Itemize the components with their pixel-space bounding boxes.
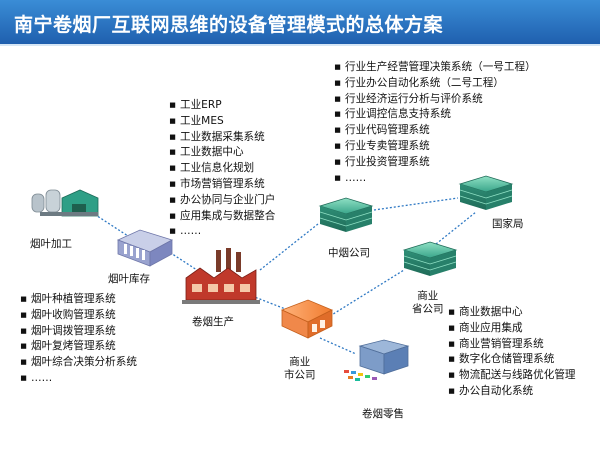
server-stack-icon-bureau (458, 175, 514, 210)
warehouse-icon (116, 229, 174, 267)
list-item: ▪物流配送与线路优化管理 (448, 368, 576, 384)
bullet-square-icon: ▪ (169, 114, 177, 127)
bullet-square-icon: ▪ (20, 340, 28, 353)
bullet-square-icon: ▪ (169, 146, 177, 159)
page-title: 南宁卷烟厂互联网思维的设备管理模式的总体方案 (14, 14, 444, 36)
list-item: ▪烟叶种植管理系统 (20, 292, 137, 308)
link-city-company-retail (319, 337, 357, 355)
bullet-square-icon: ▪ (334, 108, 342, 121)
list-item: ▪行业投资管理系统 (334, 155, 536, 171)
list-item: ▪市场营销管理系统 (169, 177, 275, 193)
bullet-square-icon: ▪ (20, 371, 28, 384)
bullet-square-icon: ▪ (20, 293, 28, 305)
bullet-square-icon: ▪ (20, 308, 28, 321)
bullet-square-icon: ▪ (169, 193, 177, 206)
bullet-square-icon: ▪ (448, 321, 456, 334)
list-item: ▪烟叶综合决策分析系统 (20, 355, 137, 371)
bullet-square-icon: ▪ (448, 384, 456, 397)
bullet-square-icon: ▪ (334, 124, 342, 137)
list-item: ▪商业营销管理系统 (448, 337, 576, 353)
national-system-list: ▪行业生产经营管理决策系统（一号工程） ▪行业办公自动化系统（二号工程） ▪行业… (334, 60, 536, 186)
leaf-system-list: ▪烟叶种植管理系统 ▪烟叶收购管理系统 ▪烟叶调拨管理系统 ▪烟叶复烤管理系统 … (20, 292, 137, 387)
list-item: ▪行业调控信息支持系统 (334, 107, 536, 123)
bullet-square-icon: ▪ (448, 353, 456, 366)
list-item: ▪工业信息化规划 (169, 161, 275, 177)
provincial-line1: 商业 (417, 290, 439, 302)
node-label-leaf-warehouse: 烟叶库存 (108, 273, 150, 285)
node-label-cigarette-production: 卷烟生产 (192, 316, 234, 328)
list-item: ▪行业办公自动化系统（二号工程） (334, 76, 536, 92)
node-label-tobacco-processing: 烟叶加工 (30, 238, 72, 250)
node-label-city-company: 商业 市公司 (284, 356, 316, 382)
server-stack-icon-china-tobacco (318, 197, 374, 232)
city-company-line1: 商业 (289, 356, 311, 368)
link-factory-china-tobacco (259, 223, 319, 271)
bullet-square-icon: ▪ (169, 209, 177, 222)
list-item: ▪烟叶调拨管理系统 (20, 324, 137, 340)
list-item: ▪烟叶收购管理系统 (20, 308, 137, 324)
list-item: ▪工业数据中心 (169, 145, 275, 161)
bullet-square-icon: ▪ (448, 369, 456, 382)
bullet-square-icon: ▪ (334, 92, 342, 105)
list-item: ▪工业MES (169, 114, 275, 130)
bullet-square-icon: ▪ (334, 61, 342, 73)
list-item: ▪数字化仓储管理系统 (448, 352, 576, 368)
bullet-square-icon: ▪ (334, 76, 342, 89)
connector-lines (87, 197, 477, 355)
server-stack-icon-provincial (402, 241, 458, 276)
node-label-cigarette-retail: 卷烟零售 (362, 408, 404, 420)
factory-icon (182, 248, 260, 304)
node-label-china-tobacco: 中烟公司 (328, 247, 370, 259)
bullet-square-icon: ▪ (20, 356, 28, 369)
list-item: ▪…… (20, 371, 137, 387)
list-item: ▪行业专卖管理系统 (334, 139, 536, 155)
list-item: ▪工业数据采集系统 (169, 130, 275, 146)
retail-store-icon (344, 339, 410, 381)
bullet-square-icon: ▪ (169, 162, 177, 175)
list-item: ▪行业代码管理系统 (334, 123, 536, 139)
list-item: ▪商业数据中心 (448, 305, 576, 321)
list-item: ▪工业ERP (169, 98, 275, 114)
link-city-company-provincial (329, 269, 405, 317)
list-item: ▪办公自动化系统 (448, 384, 576, 400)
list-item: ▪行业经济运行分析与评价系统 (334, 92, 536, 108)
list-item: ▪行业生产经营管理决策系统（一号工程） (334, 60, 536, 76)
bullet-square-icon: ▪ (334, 139, 342, 152)
link-provincial-bureau (435, 211, 477, 245)
link-factory-city-company (251, 295, 289, 311)
node-label-state-bureau: 国家局 (492, 218, 524, 230)
bullet-square-icon: ▪ (169, 225, 177, 238)
list-item: ▪应用集成与数据整合 (169, 209, 275, 225)
list-item: ▪…… (169, 224, 275, 240)
title-bar: 南宁卷烟厂互联网思维的设备管理模式的总体方案 (0, 0, 600, 46)
provincial-line2: 省公司 (412, 303, 444, 315)
bullet-square-icon: ▪ (448, 306, 456, 318)
bullet-square-icon: ▪ (448, 337, 456, 350)
list-item: ▪商业应用集成 (448, 321, 576, 337)
link-china-tobacco-bureau (373, 197, 459, 211)
bullet-square-icon: ▪ (334, 171, 342, 184)
node-label-provincial-company: 商业 省公司 (412, 290, 444, 316)
bullet-square-icon: ▪ (169, 99, 177, 111)
bullet-square-icon: ▪ (20, 324, 28, 337)
bullet-square-icon: ▪ (169, 177, 177, 190)
tobacco-processing-building-icon (31, 189, 99, 217)
list-item: ▪…… (334, 171, 536, 187)
bullet-square-icon: ▪ (169, 130, 177, 143)
industry-system-list: ▪工业ERP ▪工业MES ▪工业数据采集系统 ▪工业数据中心 ▪工业信息化规划… (169, 98, 275, 240)
city-company-building-icon (280, 299, 333, 339)
list-item: ▪办公协同与企业门户 (169, 193, 275, 209)
commercial-system-list: ▪商业数据中心 ▪商业应用集成 ▪商业营销管理系统 ▪数字化仓储管理系统 ▪物流… (448, 305, 576, 400)
city-company-line2: 市公司 (284, 369, 316, 381)
list-item: ▪烟叶复烤管理系统 (20, 339, 137, 355)
bullet-square-icon: ▪ (334, 155, 342, 168)
